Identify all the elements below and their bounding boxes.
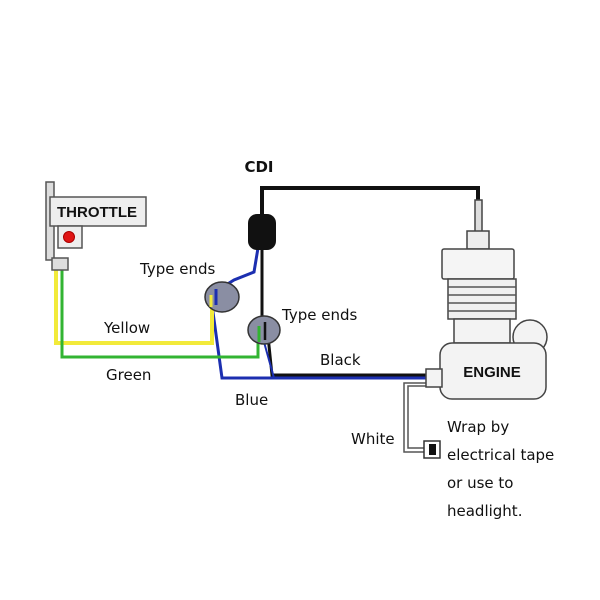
blue-wire-lower (263, 341, 275, 379)
throttle-unit: THROTTLE (45, 181, 147, 271)
black-wire-cdi-to-plug (260, 186, 480, 215)
cdi-unit: CDI (244, 158, 276, 250)
type-ends-label-upper: Type ends (139, 260, 215, 278)
spark-plug-top (474, 199, 483, 233)
cylinder-neck (453, 318, 511, 344)
engine: ENGINE (425, 199, 548, 400)
wrap-note-line: Wrap by (447, 418, 509, 436)
throttle-label: THROTTLE (57, 204, 137, 221)
blue-label: Blue (235, 391, 268, 409)
wrap-note-line: headlight. (447, 502, 522, 520)
green-label: Green (106, 366, 151, 384)
yellow-wire (54, 270, 214, 345)
cylinder-cap (441, 248, 515, 280)
cylinder-fins (447, 278, 517, 320)
throttle-base (51, 257, 69, 271)
connector-upper-body (204, 281, 240, 313)
green-wire (60, 270, 260, 359)
wrap-note: Wrap by electrical tape or use to headli… (447, 418, 554, 520)
blue-wire-to-engine (210, 304, 428, 380)
cdi-body (248, 214, 276, 250)
white-wire (403, 382, 428, 453)
spark-plug-base (466, 230, 490, 250)
wrap-note-line: electrical tape (447, 446, 554, 464)
wrap-note-line: or use to (447, 474, 514, 492)
connector-lower (247, 315, 281, 345)
tape-wrap-tip (429, 444, 436, 455)
black-label: Black (320, 351, 361, 369)
cdi-label: CDI (244, 158, 273, 176)
throttle-button (63, 231, 75, 243)
white-wire-inner (407, 385, 428, 449)
tape-wrap-plug (423, 440, 441, 459)
white-label: White (351, 430, 395, 448)
engine-label: ENGINE (463, 364, 521, 381)
throttle-box (49, 196, 147, 227)
yellow-label: Yellow (103, 319, 150, 337)
wire-inlet (425, 368, 443, 388)
black-wire-to-engine (266, 335, 428, 377)
connector-upper (204, 281, 240, 313)
type-ends-label-lower: Type ends (281, 306, 357, 324)
